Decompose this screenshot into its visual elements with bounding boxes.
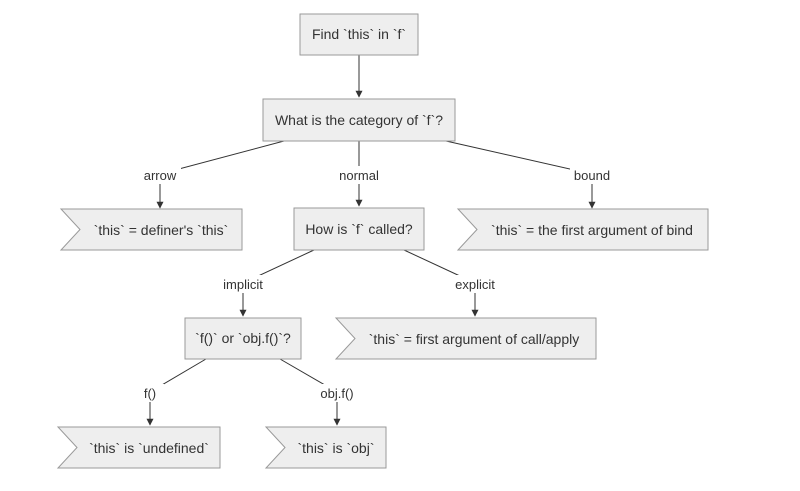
node-explicit-result-label: `this` = first argument of call/apply [369,331,579,347]
node-obj-result [264,426,387,469]
edge-label-bg-bound [570,166,614,184]
edge-label-plain-call: f() [144,386,156,401]
node-category-label: What is the category of `f`? [275,112,443,128]
node-call-form-label: `f()` or `obj.f()`? [195,330,291,346]
edge-label-bg-normal [334,166,384,184]
node-explicit-result [334,317,597,360]
node-undefined-result-label: `this` is `undefined` [89,440,209,456]
edge-label-bg-plain-call [136,384,164,402]
edge-label-implicit: implicit [223,277,263,292]
node-undefined-result [56,426,221,469]
node-bound-result-label: `this` = the first argument of bind [491,222,693,238]
node-how-called [293,207,425,251]
node-how-called-label: How is `f` called? [305,221,413,237]
node-start-label: Find `this` in `f` [312,26,406,42]
edge-label-bg-explicit [449,275,501,293]
edge-label-bg-implicit [217,275,269,293]
edge-label-bg-arrow [139,166,181,184]
edge-label-method-call: obj.f() [320,386,353,401]
edge-label-normal: normal [339,168,379,183]
node-category [262,98,456,142]
edge-label-bound: bound [574,168,610,183]
node-arrow-result-label: `this` = definer's `this` [94,222,229,238]
node-bound-result [456,208,709,251]
node-call-form [184,317,302,360]
node-start [299,13,419,56]
node-obj-result-label: `this` is `obj` [297,440,374,456]
edge-label-explicit: explicit [455,277,495,292]
node-arrow-result [59,208,243,251]
edge-label-bg-method-call [315,384,359,402]
edge-label-arrow: arrow [144,168,177,183]
